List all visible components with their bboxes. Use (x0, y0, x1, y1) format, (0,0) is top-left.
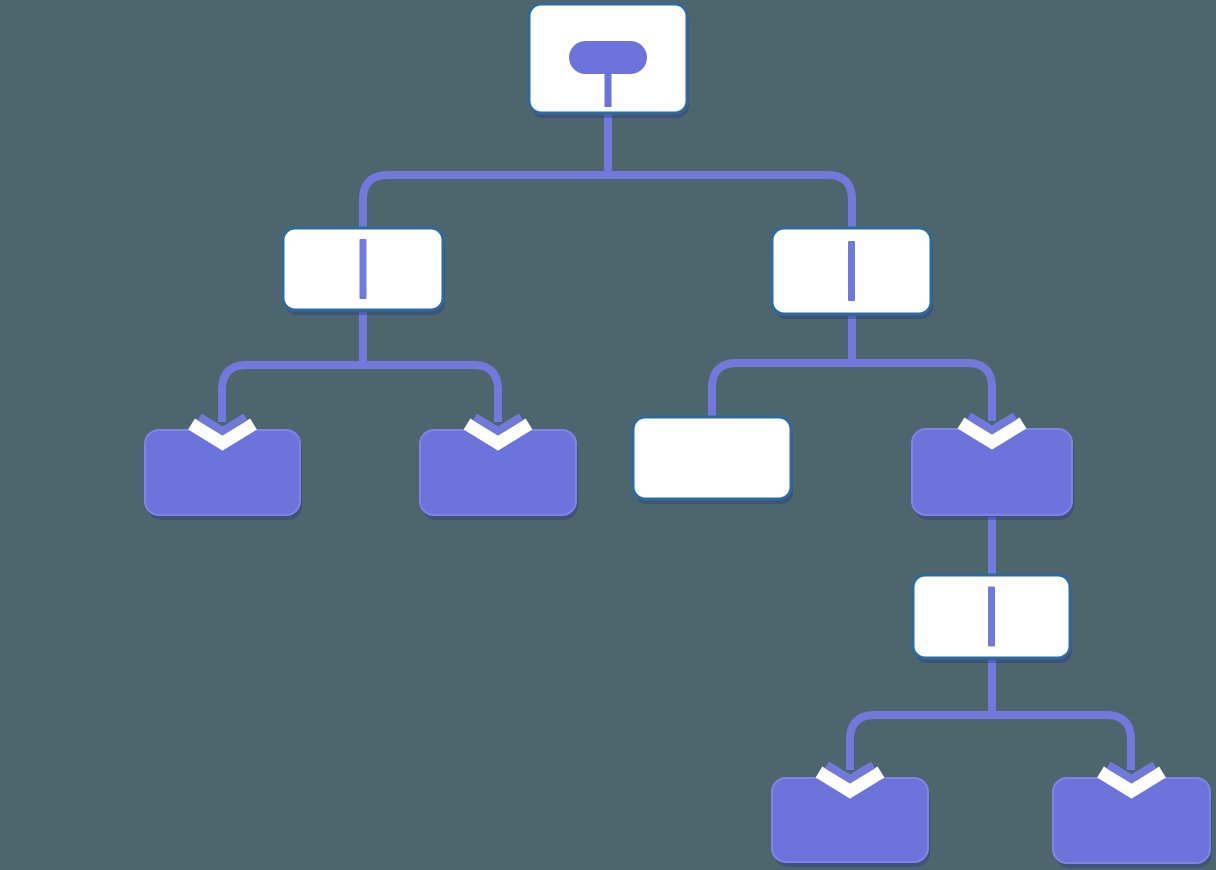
pass-through-line (848, 241, 855, 301)
node-collapsed-left-1[interactable] (144, 413, 302, 520)
pass-through-line (988, 586, 995, 647)
chevron-purple (197, 413, 248, 436)
pass-through-line (359, 239, 367, 299)
chevron-purple (824, 761, 876, 784)
card (631, 415, 793, 501)
node-branch-right[interactable] (770, 226, 933, 319)
chevron-white (1097, 766, 1166, 799)
connector-tier2-left-rail (218, 361, 502, 422)
node-empty-right[interactable] (631, 415, 793, 504)
chevron-purple (1106, 761, 1157, 784)
connector-tier2-right-rail (708, 359, 996, 421)
collapse-arrow-icon (463, 413, 533, 451)
chevron-white (957, 417, 1027, 450)
chevron-purple (966, 412, 1018, 435)
collapse-arrow-icon (1097, 761, 1166, 799)
start-pill-stem (604, 74, 612, 107)
collapse-arrow-icon (957, 412, 1027, 450)
chevron-white (463, 418, 533, 451)
chevron-purple (472, 413, 524, 436)
chevron-white (815, 766, 885, 799)
node-collapsed-bottom-2[interactable] (1052, 761, 1212, 868)
chevron-white (188, 418, 257, 451)
node-collapsed-bottom-1[interactable] (771, 761, 930, 867)
node-start[interactable] (527, 2, 689, 118)
connector-tier1-rail (359, 171, 856, 230)
connector-tier3-rail (846, 711, 1135, 770)
start-pill-icon (569, 41, 647, 74)
node-collapsed-left-2[interactable] (419, 413, 578, 520)
node-branch-left[interactable] (281, 226, 445, 315)
collapse-arrow-icon (815, 761, 885, 799)
node-branch-bottom[interactable] (911, 573, 1072, 663)
node-collapsed-right[interactable] (911, 412, 1074, 520)
collapse-arrow-icon (188, 413, 257, 451)
